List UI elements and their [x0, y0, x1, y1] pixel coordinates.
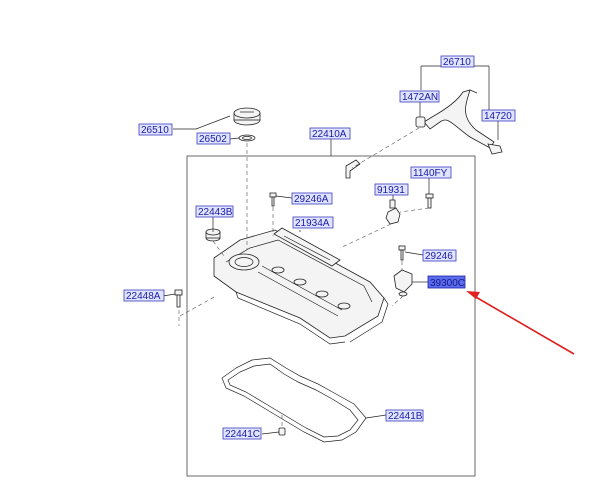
part-label-91931[interactable]: 91931	[374, 183, 409, 196]
part-label-22443b[interactable]: 22443B	[195, 205, 234, 218]
part-label-22441c[interactable]: 22441C	[222, 427, 262, 440]
flange-bolt-part	[425, 193, 434, 209]
part-label-91931-text: 91931	[377, 185, 405, 196]
plug-gasket-strip-part	[273, 227, 341, 267]
camshaft-sensor-part	[393, 269, 413, 297]
part-label-22441b-text: 22441B	[388, 411, 423, 422]
stud-bolt-part	[398, 245, 406, 261]
stud-bolt-a-part	[269, 192, 277, 207]
part-label-1472an[interactable]: 1472AN	[399, 90, 440, 103]
vent-connector-part	[345, 159, 361, 179]
part-label-22410a[interactable]: 22410A	[309, 127, 351, 140]
part-label-1472an-text: 1472AN	[402, 92, 438, 103]
alignment-lines	[178, 127, 430, 426]
part-label-29246a-text: 29246A	[294, 194, 329, 205]
hose-clamp-part	[415, 116, 426, 128]
part-label-26502-text: 26502	[199, 134, 227, 145]
part-label-1140fy-text: 1140FY	[413, 168, 448, 179]
part-label-14720-text: 14720	[484, 111, 512, 122]
part-label-39300c-text: 39300C	[430, 278, 465, 289]
part-label-29246-text: 29246	[425, 251, 453, 262]
part-label-22441b[interactable]: 22441B	[385, 409, 424, 422]
grommet-part	[205, 228, 221, 242]
part-label-39300c[interactable]: 39300C	[427, 275, 466, 289]
part-label-1140fy[interactable]: 1140FY	[410, 166, 452, 179]
red-pointer-arrow	[466, 291, 575, 355]
part-label-14720[interactable]: 14720	[481, 109, 516, 122]
part-label-21934a-text: 21934A	[295, 218, 330, 229]
cover-bolt-part	[174, 289, 183, 308]
part-label-26510-text: 26510	[141, 125, 169, 136]
part-label-22448a-text: 22448A	[126, 291, 161, 302]
part-label-22448a[interactable]: 22448A	[123, 289, 165, 302]
part-label-26710-text: 26710	[443, 57, 471, 68]
part-label-21934a[interactable]: 21934A	[292, 216, 334, 229]
breather-hose-part	[423, 89, 503, 155]
pcv-valve-part	[385, 199, 401, 225]
part-label-22441c-text: 22441C	[225, 429, 260, 440]
part-label-26510[interactable]: 26510	[138, 123, 173, 136]
part-label-29246[interactable]: 29246	[422, 249, 457, 262]
part-label-26710[interactable]: 26710	[440, 55, 475, 68]
part-label-29246a[interactable]: 29246A	[291, 192, 333, 205]
part-label-26502[interactable]: 26502	[196, 132, 231, 145]
cap-seal-part	[238, 134, 256, 142]
valve-cover-part	[213, 229, 389, 345]
gasket-washer-part	[278, 427, 286, 436]
oil-filler-cap-part	[233, 107, 261, 126]
part-label-22410a-text: 22410A	[312, 129, 347, 140]
part-label-22443b-text: 22443B	[198, 207, 233, 218]
